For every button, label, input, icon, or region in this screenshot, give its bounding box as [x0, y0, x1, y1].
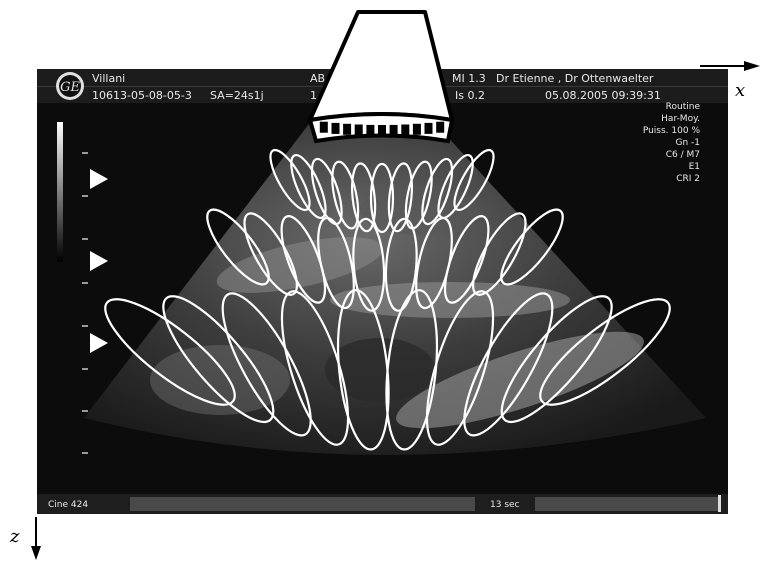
z-axis-label: z: [9, 526, 20, 547]
exam-id: 10613-05-08-05-3: [92, 89, 192, 102]
grayscale-bar: [57, 122, 63, 262]
header-col-bottom: 1: [310, 89, 317, 102]
transducer-element: [343, 124, 351, 135]
cine-label: Cine 424: [48, 500, 88, 510]
header-col-top: AB: [310, 72, 325, 85]
z-axis-arrowhead: [31, 546, 41, 560]
patient-name: Villani: [92, 72, 125, 85]
setting-line: C6 / M7: [666, 150, 700, 160]
setting-line: Routine: [666, 102, 701, 112]
transducer-element: [378, 125, 386, 136]
setting-line: Puiss. 100 %: [643, 126, 701, 136]
mi-value: MI 1.3: [452, 72, 486, 85]
tissue-structure: [330, 282, 570, 318]
setting-line: CRI 2: [676, 174, 700, 184]
footer-progress: [130, 497, 475, 511]
z-axis: [31, 517, 41, 560]
transducer-element: [390, 125, 398, 136]
footer-end-marker: [718, 495, 721, 512]
x-axis-label: x: [735, 80, 745, 101]
transducer-element: [320, 122, 328, 133]
ge-logo: GE: [56, 72, 84, 100]
date-time: 05.08.2005 09:39:31: [545, 89, 661, 102]
tis-value: Is 0.2: [455, 89, 485, 102]
transducer-element: [436, 122, 444, 133]
setting-line: E1: [689, 162, 700, 172]
transducer-element: [425, 123, 433, 134]
sa-value: SA=24s1j: [210, 89, 264, 102]
transducer-element: [332, 123, 340, 134]
setting-line: Gn -1: [675, 138, 700, 148]
transducer-element: [401, 125, 409, 136]
probe-body: [310, 12, 452, 120]
transducer-element: [366, 125, 374, 136]
x-axis-arrowhead: [744, 61, 760, 71]
duration-label: 13 sec: [490, 500, 520, 510]
setting-line: Har-Moy.: [661, 114, 700, 124]
svg-text:GE: GE: [60, 80, 80, 95]
transducer-element: [355, 125, 363, 136]
transducer-element: [413, 124, 421, 135]
doctors: Dr Etienne , Dr Ottenwaelter: [496, 72, 654, 85]
footer-progress-right: [535, 497, 718, 511]
